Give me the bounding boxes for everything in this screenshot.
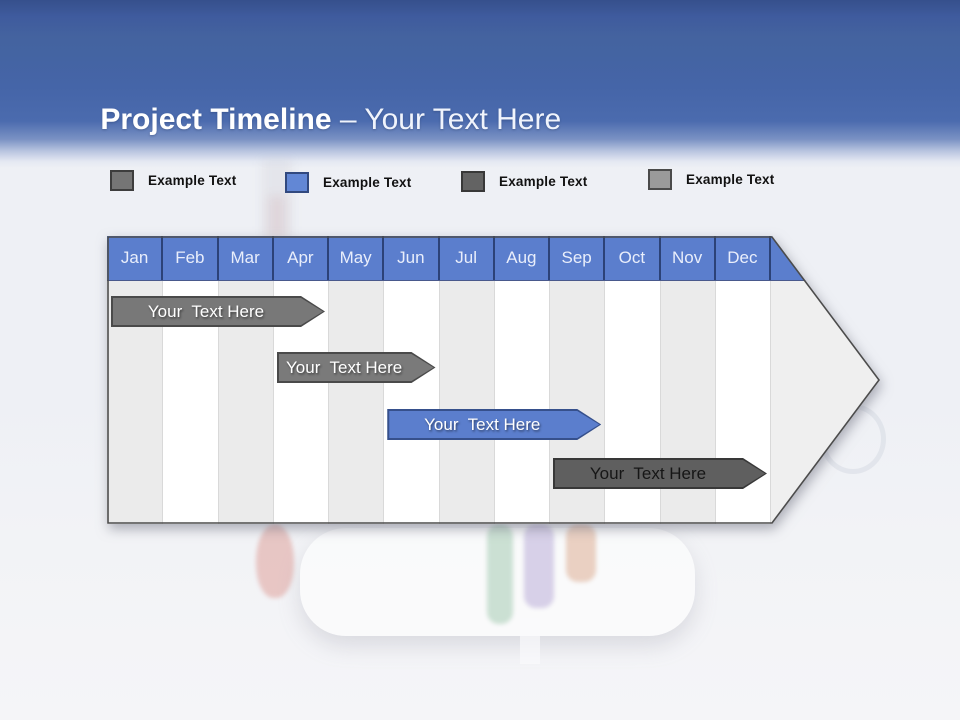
month-header-cell: Sep [550,236,606,280]
purple-tube [524,524,554,608]
legend-swatch [648,169,672,190]
legend-label: Example Text [499,174,588,189]
month-header-cell: Feb [163,236,219,280]
gantt-bar: Your Text Here [553,458,767,489]
month-header-cell: Oct [605,236,661,280]
legend-swatch [285,172,309,193]
month-header-cell: Apr [274,236,329,280]
legend-item: Example Text [110,170,236,191]
month-header-cell: Mar [219,236,274,280]
slide-title-bold: Project Timeline [100,103,340,136]
orange-tube [566,524,596,582]
gantt-bar-label: Your Text Here [589,464,707,483]
gantt-bar: Your Text Here [387,409,601,440]
month-header-cell: Aug [495,236,550,280]
slide-title-subtext: – Your Text Here [339,103,562,136]
legend-item: Example Text [648,169,774,190]
testtube-rack [300,528,695,636]
month-header-cell: Nov [661,236,716,280]
month-header-cell: Jun [384,236,440,280]
gantt-bar-label: Your Text Here [424,415,541,434]
month-header-cell: Jan [108,236,164,280]
green-tube [487,524,513,624]
gantt-bar: Your Text Here [111,296,325,327]
gantt-bar-label: Your Text Here [286,358,403,377]
gantt-bar-label: Your Text Here [147,302,265,321]
legend-label: Example Text [323,175,412,190]
slide-title: Project Timeline – Your Text Here [67,60,561,180]
month-header-cell: May [329,236,385,280]
legend-swatch [461,171,485,192]
legend-swatch [110,170,134,191]
rack-leg [520,618,540,664]
legend-item: Example Text [461,171,587,192]
month-header-cell: Jul [440,236,495,280]
title-banner [0,0,960,168]
month-header-cell: Dec [716,236,771,280]
tube-streak-red [268,196,286,238]
legend-item: Example Text [285,172,411,193]
legend-label: Example Text [148,173,237,188]
legend-label: Example Text [686,172,775,187]
gantt-bar: Your Text Here [277,352,436,383]
red-tube [256,524,294,598]
